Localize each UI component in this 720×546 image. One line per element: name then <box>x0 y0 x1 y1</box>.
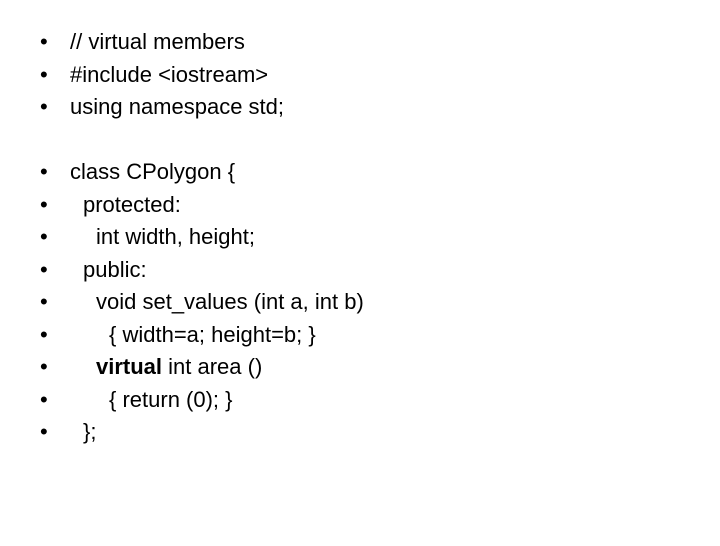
code-text: class CPolygon { <box>70 159 236 184</box>
code-line: • { return (0); } <box>40 384 233 417</box>
bullet-icon: • <box>40 419 48 444</box>
bullet-icon: • <box>40 289 48 314</box>
code-line: • public: <box>40 254 147 287</box>
bullet-icon: • <box>40 354 48 379</box>
keyword-virtual: virtual <box>96 354 163 379</box>
code-line: • #include <iostream> <box>40 59 268 92</box>
code-line: • { width=a; height=b; } <box>40 319 316 352</box>
bullet-icon: • <box>40 191 48 217</box>
code-text: public: <box>83 256 147 282</box>
code-text: void set_values (int a, int b) <box>96 289 364 314</box>
bullet-icon: • <box>40 29 48 54</box>
code-line: • // virtual members <box>40 26 245 59</box>
bullet-icon: • <box>40 386 48 412</box>
code-line: • class CPolygon { <box>40 156 235 189</box>
code-text: using namespace std; <box>70 94 285 119</box>
code-line: • }; <box>40 416 96 449</box>
code-text: int width, height; <box>96 224 255 249</box>
code-text: }; <box>83 419 97 444</box>
bullet-icon: • <box>40 321 48 347</box>
code-text: { width=a; height=b; } <box>109 321 316 347</box>
code-text: protected: <box>83 191 181 217</box>
code-text: // virtual members <box>70 29 245 54</box>
code-text: #include <iostream> <box>70 61 269 87</box>
bullet-icon: • <box>40 94 48 119</box>
bullet-icon: • <box>40 224 48 249</box>
code-line: • using namespace std; <box>40 91 284 124</box>
bullet-icon: • <box>40 256 48 282</box>
bullet-list-class: • class CPolygon { • protected: • int wi… <box>40 156 364 449</box>
code-line: • void set_values (int a, int b) <box>40 286 364 319</box>
code-line: • protected: <box>40 189 181 222</box>
code-line: • virtual int area () <box>40 351 262 384</box>
bullet-icon: • <box>40 61 48 87</box>
code-text: { return (0); } <box>109 386 233 412</box>
code-line: • int width, height; <box>40 221 255 254</box>
code-text: virtual int area () <box>70 351 262 384</box>
bullet-list-header: • // virtual members • #include <iostrea… <box>40 26 284 124</box>
code-text-rest: int area () <box>162 354 263 379</box>
bullet-icon: • <box>40 159 48 184</box>
